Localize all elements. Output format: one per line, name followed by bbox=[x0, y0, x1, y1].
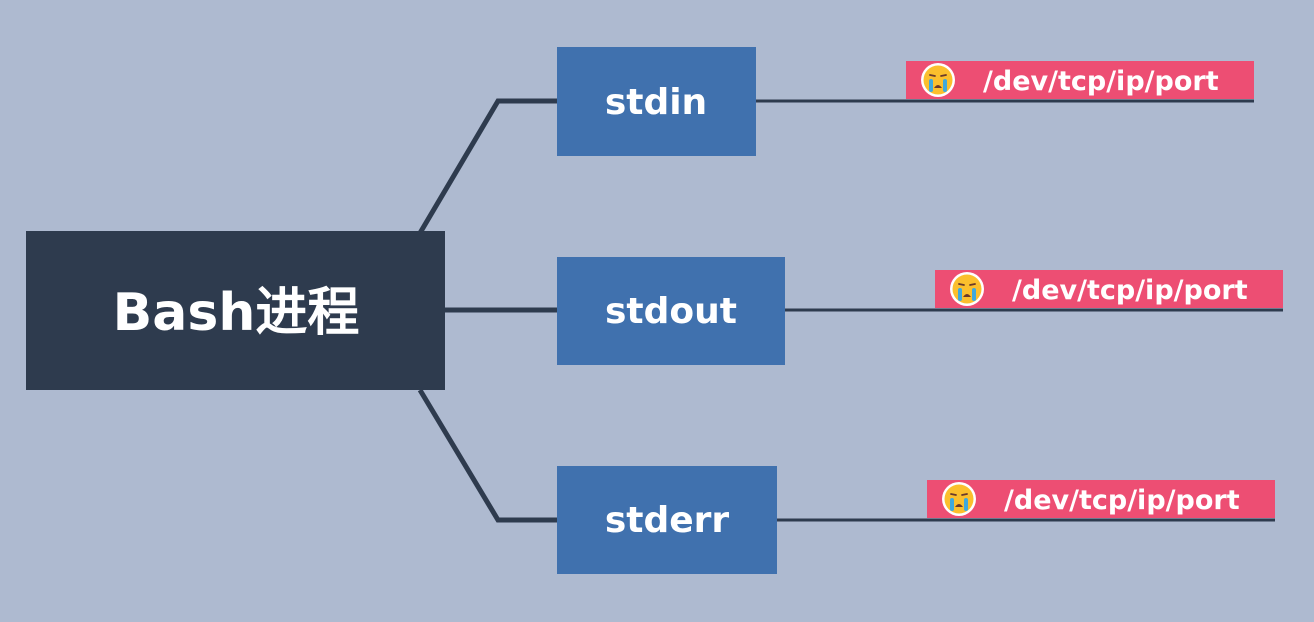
tag-stdin[interactable]: /dev/tcp/ip/port bbox=[906, 61, 1254, 99]
branch-node-stdout[interactable]: stdout bbox=[557, 257, 785, 365]
branch-label-stdout: stdout bbox=[605, 291, 737, 332]
root-label: Bash进程 bbox=[113, 283, 360, 343]
tag-connectors bbox=[756, 99, 1283, 522]
branch-node-stderr[interactable]: stderr bbox=[557, 466, 777, 574]
tag-stdout[interactable]: /dev/tcp/ip/port bbox=[935, 270, 1283, 308]
crying-face-icon bbox=[921, 63, 955, 97]
connector-root-stdin bbox=[417, 98, 558, 235]
root-node[interactable]: Bash进程 bbox=[26, 231, 445, 390]
tag-text-stdout: /dev/tcp/ip/port bbox=[1012, 275, 1248, 306]
tag-stderr[interactable]: /dev/tcp/ip/port bbox=[927, 480, 1275, 518]
tag-text-stderr: /dev/tcp/ip/port bbox=[1004, 485, 1240, 516]
branch-label-stderr: stderr bbox=[605, 500, 730, 541]
branch-label-stdin: stdin bbox=[605, 82, 707, 123]
branch-node-stdin[interactable]: stdin bbox=[557, 47, 756, 156]
root-connectors bbox=[417, 98, 558, 523]
connector-root-stderr bbox=[417, 388, 558, 523]
crying-face-icon bbox=[942, 482, 976, 516]
crying-face-icon bbox=[950, 272, 984, 306]
tag-text-stdin: /dev/tcp/ip/port bbox=[983, 66, 1219, 97]
